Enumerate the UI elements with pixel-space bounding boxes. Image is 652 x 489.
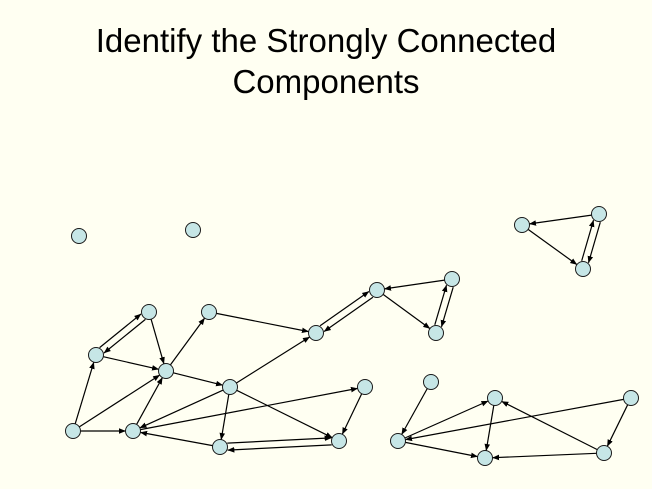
graph-node-k <box>201 304 217 320</box>
graph-node-l <box>88 347 104 363</box>
graph-node-g <box>369 282 385 298</box>
graph-node-h <box>428 325 444 341</box>
edge-t-to-m <box>136 377 163 425</box>
edge-h-to-f <box>434 284 448 325</box>
edge-d-to-c <box>529 214 592 226</box>
edge-o-to-v <box>341 393 363 435</box>
graph-node-y <box>596 445 612 461</box>
edge-d-to-e <box>587 222 601 264</box>
graph-node-m <box>158 363 174 379</box>
graph-node-u <box>212 439 228 455</box>
edge-f-to-h <box>440 287 454 328</box>
edge-w-to-x <box>405 441 478 459</box>
graph-node-n <box>222 379 238 395</box>
edge-f-to-g <box>384 279 445 291</box>
graph-node-v <box>331 433 347 449</box>
edge-y-to-q <box>501 400 598 451</box>
edge-j-to-l <box>103 318 146 354</box>
graph-node-e <box>575 261 591 277</box>
edge-u-to-v <box>227 435 332 444</box>
edge-e-to-d <box>581 219 595 261</box>
title-line-1: Identify the Strongly Connected <box>95 22 557 59</box>
graph-node-s <box>65 423 81 439</box>
graph-node-i <box>308 325 324 341</box>
edge-w-to-q <box>404 400 489 439</box>
edge-r-to-y <box>606 404 629 447</box>
edge-g-to-i <box>323 296 374 332</box>
graph-node-r <box>623 390 639 406</box>
edge-m-to-k <box>169 317 206 366</box>
edge-n-to-v <box>236 389 333 439</box>
graph-node-f <box>444 271 460 287</box>
edge-i-to-g <box>319 291 370 327</box>
node-layer <box>65 206 639 466</box>
edge-n-to-u <box>219 394 230 440</box>
edge-p-to-w <box>401 388 428 435</box>
slide-title: Identify the Strongly Connected Componen… <box>0 20 652 102</box>
edge-y-to-x <box>492 452 597 461</box>
edge-g-to-h <box>382 293 431 330</box>
edge-t-to-o <box>140 386 358 431</box>
edge-k-to-i <box>216 312 309 334</box>
edge-c-to-e <box>527 228 578 266</box>
graph-node-p <box>423 374 439 390</box>
graph-node-c <box>514 217 530 233</box>
graph-node-t <box>125 423 141 439</box>
graph-node-d <box>591 206 607 222</box>
edge-v-to-u <box>227 444 332 453</box>
edge-s-to-m <box>78 374 161 428</box>
edge-u-to-t <box>140 430 213 447</box>
graph-node-a <box>71 228 87 244</box>
graph-node-x <box>477 450 493 466</box>
edge-s-to-l <box>74 361 95 424</box>
graph-node-q <box>487 390 503 406</box>
title-line-2: Components <box>232 63 420 100</box>
edge-n-to-i <box>236 336 310 384</box>
edge-m-to-n <box>173 372 224 387</box>
edge-r-to-w <box>405 398 624 442</box>
edge-n-to-t <box>139 389 224 429</box>
graph-node-w <box>390 433 406 449</box>
edge-q-to-x <box>484 405 495 451</box>
edge-l-to-j <box>99 313 142 349</box>
graph-node-o <box>357 379 373 395</box>
graph-node-b <box>185 222 201 238</box>
edge-j-to-m <box>150 319 165 365</box>
graph-node-j <box>141 304 157 320</box>
edge-layer <box>74 214 629 461</box>
edge-l-to-m <box>103 356 160 371</box>
